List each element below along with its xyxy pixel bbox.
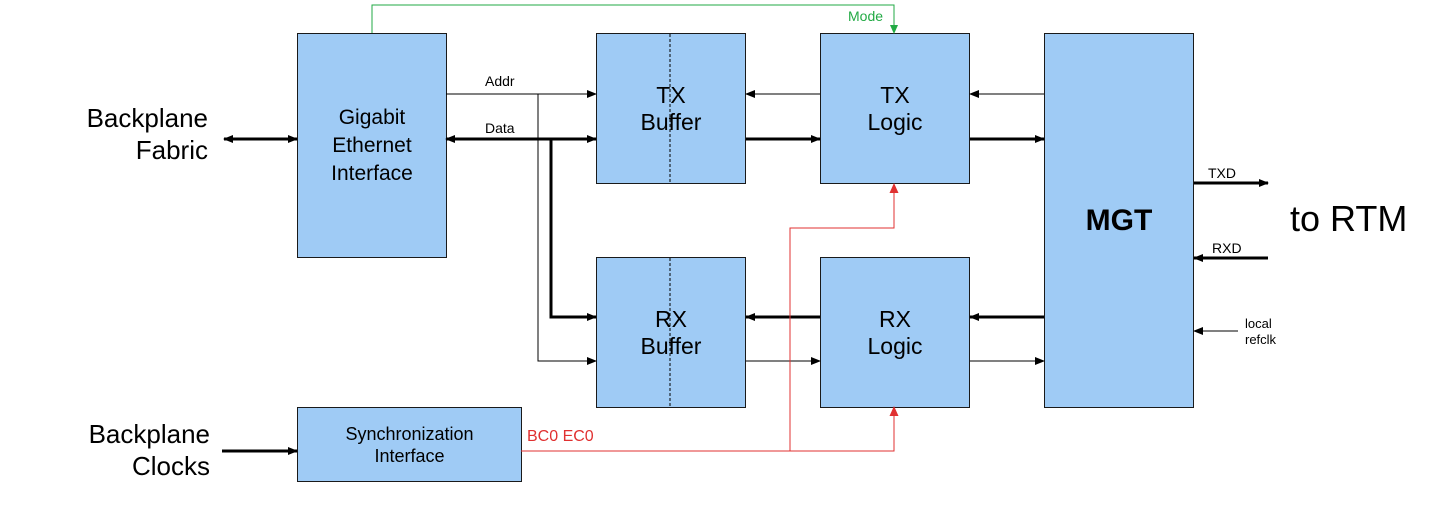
tx-buffer-block: TX Buffer	[596, 33, 746, 184]
rx-logic-label: RX Logic	[867, 305, 923, 359]
rx-logic-block: RX Logic	[820, 257, 970, 408]
rx-buffer-block: RX Buffer	[596, 257, 746, 408]
addr-to-rx-buffer	[537, 94, 597, 365]
gbe-label: Gigabit Ethernet Interface	[331, 105, 413, 185]
mgt-label: MGT	[1085, 203, 1153, 237]
mgt-block: MGT	[1044, 33, 1194, 408]
mode-label: Mode	[848, 8, 884, 24]
backplane-clocks-label: Backplane Clocks	[88, 419, 210, 481]
synchronization-interface-block: Synchronization Interface	[297, 407, 522, 482]
sync-label: Synchronization Interface	[345, 423, 474, 466]
bc0-ec0-label: BC0 EC0	[527, 428, 594, 445]
txd-label: TXD	[1208, 165, 1236, 181]
data-label: Data	[485, 120, 515, 136]
gigabit-ethernet-interface-block: Gigabit Ethernet Interface	[297, 33, 447, 258]
addr-label: Addr	[485, 73, 515, 89]
bc0-to-rx-logic	[521, 406, 899, 452]
local-refclk-label: local refclk	[1245, 316, 1277, 347]
data-to-rx-buffer	[549, 139, 597, 321]
backplane-fabric-label: Backplane Fabric	[86, 103, 208, 165]
to-rtm-label: to RTM	[1290, 198, 1408, 239]
bc0-to-tx-logic	[789, 183, 899, 451]
rx-buffer-label: RX Buffer	[640, 305, 702, 359]
tx-buffer-label: TX Buffer	[640, 81, 702, 135]
mode-line	[371, 4, 898, 34]
rxd-label: RXD	[1212, 240, 1242, 256]
tx-logic-label: TX Logic	[867, 81, 923, 135]
